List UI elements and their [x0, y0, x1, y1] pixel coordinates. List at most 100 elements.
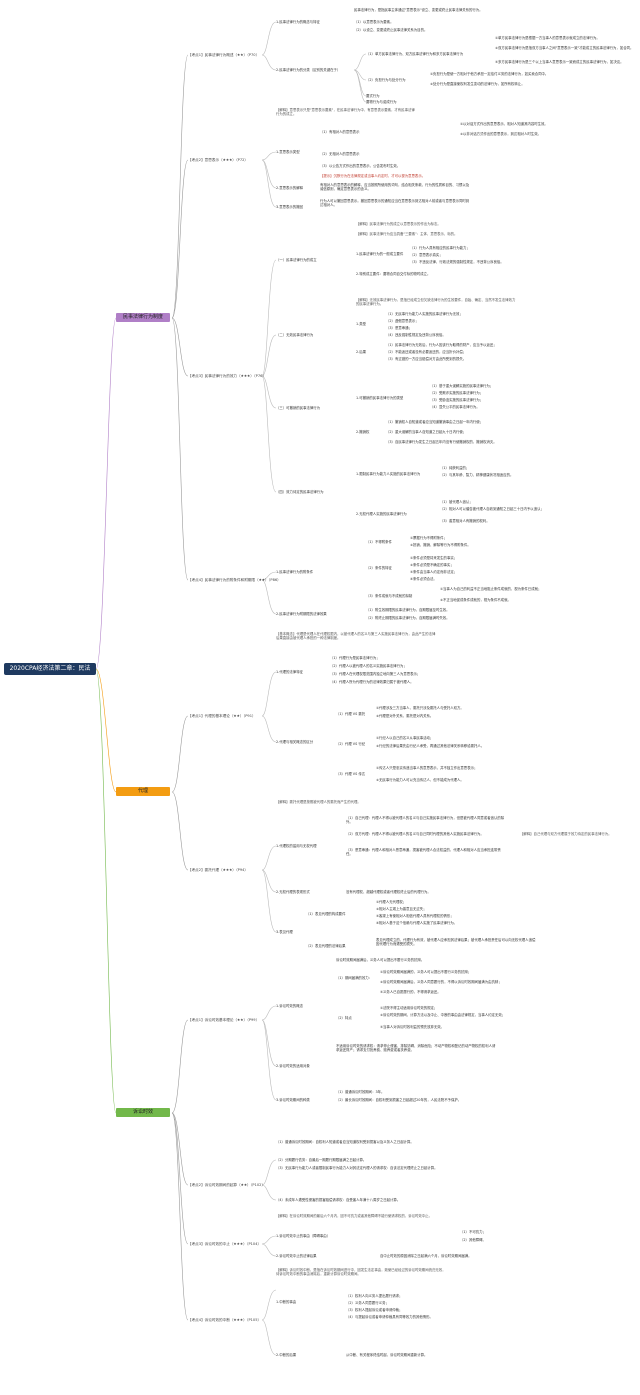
node-void-types[interactable]: 1.类型	[356, 322, 367, 326]
node-agency-vs-brokerage-2: ②行纪的法律后果先由行纪人承受，再通过其他法律关系转移给委托人。	[376, 744, 485, 748]
note-entrusted-agency: 【解释】委托代理是按照被代理人的委托而产生的代理。	[276, 800, 361, 804]
note-formation-a: 【解释】民事法律行为的成立以意思表示的作出为标志。	[356, 222, 441, 226]
node-void-type-2: （2）虚假意思表示；	[386, 319, 419, 323]
node-agency-distinctions[interactable]: 2.代理与相关概念的区分	[276, 740, 314, 744]
node-apparent-element-1: ①代理人无代理权；	[376, 900, 407, 904]
node-pending-unauthorized-1: （1）被代理人追认；	[440, 500, 473, 504]
node-suspension-effect[interactable]: 2.诉讼时效中止的法律后果	[276, 1254, 317, 1258]
section-ch2-topic2[interactable]: 【考点2】委托代理（★★★）（P94）	[188, 868, 249, 872]
note-formation-b: 【解释】民事法律行为应当具备"三要素"：主体、意思表示、标的。	[356, 232, 458, 236]
node-interruption-cause-2: （2）义务人同意履行义务；	[346, 1301, 389, 1305]
node-condition[interactable]: 1.民事法律行为的附条件	[276, 570, 314, 574]
node-pending-limited[interactable]: 1.限制民事行为能力人实施的民事法律行为	[356, 472, 421, 476]
node-class-bilateral: ②双方民事法律行为是指双方当事人之间"意思表示一致"才能成立的民事法律行为，如合…	[495, 46, 634, 50]
mindmap-root[interactable]: 2020CPA经济法第二章：民法	[4, 663, 96, 675]
node-limitation-scope-a: 不适用诉讼时效的请求权：请求停止侵害、排除妨碍、消除危险；不动产物权和登记的动产…	[336, 1044, 496, 1052]
node-agency-vs-messenger[interactable]: （3）代理 VS 传达	[336, 772, 366, 776]
note-suspension: 【解释】在诉讼时效期间的最后六个月内，因不可抗力或者其他障碍不能行使请求权的，诉…	[276, 1214, 432, 1218]
node-concept[interactable]: 1.民事法律行为的概念与特征	[276, 20, 320, 24]
node-interruption-causes[interactable]: 1.中断的事由	[276, 1300, 297, 1304]
node-limitation-expiry-1: ①诉讼时效期间届满的，义务人可以提出不履行义务的抗辩；	[380, 970, 472, 974]
node-interruption-cause-3: （3）权利人提起诉讼或者申请仲裁；	[346, 1308, 403, 1312]
section-ch1-topic2[interactable]: 【考点2】意思表示（★★★）（P72）	[188, 158, 249, 162]
node-voidable-type-4: （4）显失公平的民事法律行为。	[430, 405, 480, 409]
section-ch3-topic4[interactable]: 【考点4】诉讼时效的中断（★★★）（P105）	[188, 1318, 262, 1322]
node-agency-features[interactable]: 1.代理的法律特征	[276, 670, 303, 674]
node-void[interactable]: （二）无效民事法律行为	[276, 333, 314, 337]
node-voidable[interactable]: （三）可撤销的民事法律行为	[276, 406, 321, 410]
node-agency-feature-3: （3）代理人在代理权限范围内独立地向第三人为意思表示；	[330, 672, 421, 676]
node-concept-def: 民事法律行为，是指民事主体通过"意思表示"设立、变更或终止民事法律关系的行为。	[354, 8, 483, 12]
node-void-effects[interactable]: 2.后果	[356, 350, 367, 354]
node-voidable-types[interactable]: 1.可撤销的民事法律行为的类型	[356, 396, 404, 400]
node-intent-silence: 【提示】沉默行为在法律规定或当事人约定时，才可以视为意思表示。	[320, 174, 426, 178]
node-condition-features[interactable]: （2）条件的特征	[366, 566, 392, 570]
node-voidable-type-2: （2）受欺诈实施的民事法律行为；	[430, 391, 484, 395]
node-agency-vs-commission[interactable]: （1）代理 VS 委托	[336, 712, 366, 716]
node-class-burden-a: ①负担行为是使一方相对于他方承担一定给付义务的法律行为，如买卖合同中。	[430, 72, 549, 76]
node-interruption-effect[interactable]: 2.中断的后果	[276, 1353, 297, 1357]
node-condition-banned[interactable]: （1）不得附条件	[366, 540, 392, 544]
node-class-parties[interactable]: （1）单方民事法律行为、双方民事法律行为和多方民事法律行为	[366, 52, 464, 56]
node-limitation-scope[interactable]: 2.诉讼时效的适用对象	[276, 1064, 310, 1068]
node-voidable-type-1: （1）基于重大误解实施的民事法律行为；	[430, 384, 494, 388]
node-condition-fiction-1: ①当事人为自己的利益不正当地阻止条件成就的，视为条件已成就；	[440, 587, 542, 591]
node-limitation-traits[interactable]: （2）特点	[336, 1016, 352, 1020]
node-formation-special[interactable]: 2.特别成立要件：要物合同自交付标的物时成立。	[356, 272, 431, 276]
node-limitation-concept[interactable]: 1.诉讼时效的概念	[276, 1004, 303, 1008]
node-concept-feature2: （2）以设立、变更或终止民事法律关系为目的。	[354, 28, 428, 32]
node-void-type-4: （4）违反强制性规定及违背公序良俗。	[386, 333, 446, 337]
section-ch3-topic2[interactable]: 【考点2】诉讼时效期间的起算（★★）（P102）	[188, 1183, 266, 1187]
section-ch1-topic1[interactable]: 【考点1】民事法律行为概述（★★）（P70）	[188, 53, 260, 57]
node-interruption-cause-4: （4）与提起诉讼或者申请仲裁具有同等效力的其他情形。	[346, 1315, 433, 1319]
chapter-agency[interactable]: 代理	[116, 787, 170, 796]
node-rescission-right[interactable]: 2.撤销权	[356, 430, 370, 434]
node-class-formal[interactable]: 要式行为	[366, 94, 380, 98]
node-suspension-cause-1: （1）不可抗力；	[460, 1230, 486, 1234]
node-classification[interactable]: 2.民事法律行为的分类（区别的关键在于）	[276, 68, 341, 72]
node-agency-vs-brokerage[interactable]: （2）代理 VS 行纪	[336, 742, 366, 746]
node-start-general: （1）普通诉讼时效期间：自权利人知道或者应当知道权利受到损害以及义务人之日起计算…	[276, 1140, 414, 1144]
node-intent-notice[interactable]: （3）以公告方式作出的意思表示，公告发布时生效。	[320, 164, 401, 168]
node-interruption-cause-1: （1）权利人向义务人提出履行请求；	[346, 1294, 403, 1298]
node-apparent-effects[interactable]: （2）表见代理的法律后果	[306, 944, 346, 948]
node-intent-interpret[interactable]: 2.意思表示的解释	[276, 186, 303, 190]
node-class-burden[interactable]: （2）负担行为与处分行为	[366, 78, 406, 82]
section-ch3-topic1[interactable]: 【考点1】诉讼时效基本理论（★★）（P99）	[188, 1018, 260, 1022]
node-suspension-causes[interactable]: 1.诉讼时效中止的事由（障碍事由）	[276, 1234, 331, 1238]
node-class-burden-b: ②处分行为是直接使权利发生变动的法律行为，如所有权转让。	[430, 82, 525, 86]
node-intent-with-party-a: ①以对话方式作出的意思表示，相对人知道其内容时生效。	[460, 122, 548, 126]
node-condition-feature-3: ③条件由当事人约定而非法定；	[410, 570, 458, 574]
section-ch1-topic3[interactable]: 【考点3】民事法律行为的效力（★★★）（P76）	[188, 374, 266, 378]
node-class-unilateral: ①单方民事法律行为是根据一方当事人的意思表示就成立的法律行为。	[495, 36, 600, 40]
node-apparent-agency[interactable]: 3.表见代理	[276, 930, 293, 934]
node-concept-feature1: （1）以意思表示为要素。	[354, 20, 394, 24]
node-intent-with-party[interactable]: （1）有相对人的意思表示	[320, 130, 360, 134]
node-intent-interpret-a: 有相对人的意思表示的解释，应当按照所使用的词句，结合相关条款、行为的性质和目的、…	[320, 183, 470, 191]
node-term[interactable]: 2.民事法律行为附期限的法律效果	[276, 612, 327, 616]
node-formation[interactable]: （一）民事法律行为的成立	[276, 258, 317, 262]
node-pending-unauthorized[interactable]: 2.无权代理人实施的民事法律行为	[356, 512, 407, 516]
node-agency-abuse[interactable]: 1.代理权的滥用与无权代理	[276, 844, 317, 848]
section-ch2-topic1[interactable]: 【考点1】代理的基本理论（★★）（P91）	[188, 714, 256, 718]
node-limitation-expiry-2: ②诉讼时效期间届满后，义务人同意履行的，不得以诉讼时效期间届满为由抗辩；	[380, 980, 502, 984]
node-agency-vs-messenger-2: ②无民事行为能力人可以充当传达人，但不能成为代理人。	[376, 778, 464, 782]
node-agency-vs-brokerage-1: ①行纪人以自己的名义从事民事活动；	[376, 736, 434, 740]
node-intent-types[interactable]: 1.意思表示类型	[276, 150, 300, 154]
node-limitation-trait-2: ②诉讼时效的期间、计算方法以及中止、中断的事由由法律规定，当事人约定无效；	[380, 1013, 506, 1017]
node-pending[interactable]: （四）效力待定的民事法律行为	[276, 490, 324, 494]
node-condition-fiction[interactable]: （3）条件成就与不成就的拟制	[366, 594, 413, 598]
node-limitation-kinds[interactable]: 3.诉讼时效期间的种类	[276, 1098, 310, 1102]
node-intent-no-party[interactable]: （2）无相对人的意思表示	[320, 152, 360, 156]
section-ch1-topic4[interactable]: 【考点4】民事法律行为的附条件和附期限（★★）（P86）	[188, 578, 281, 582]
chapter-civil-juristic-acts[interactable]: 民事法律行为制度	[116, 313, 170, 322]
node-class-real[interactable]: 要物行为与诺成行为	[366, 100, 397, 104]
section-ch3-topic3[interactable]: 【考点3】诉讼时效的中止（★★★）（P104）	[188, 1242, 262, 1246]
node-formation-general[interactable]: 1.民事法律行为的一般成立要件	[356, 252, 404, 256]
node-unauthorized-forms[interactable]: 2.无权代理的表现形式	[276, 890, 310, 894]
node-limitation-expiry[interactable]: （1）期间届满的效力：	[336, 976, 373, 980]
node-pending-unauthorized-2: （2）相对人可以催告被代理人自收到通知之日起三十日内予以追认；	[440, 507, 544, 511]
node-intent-withdraw[interactable]: 3.意思表示的撤回	[276, 205, 303, 209]
node-apparent-elements[interactable]: （1）表见代理的构成要件	[306, 912, 346, 916]
chapter-limitation-period[interactable]: 诉讼时效	[116, 1108, 170, 1117]
